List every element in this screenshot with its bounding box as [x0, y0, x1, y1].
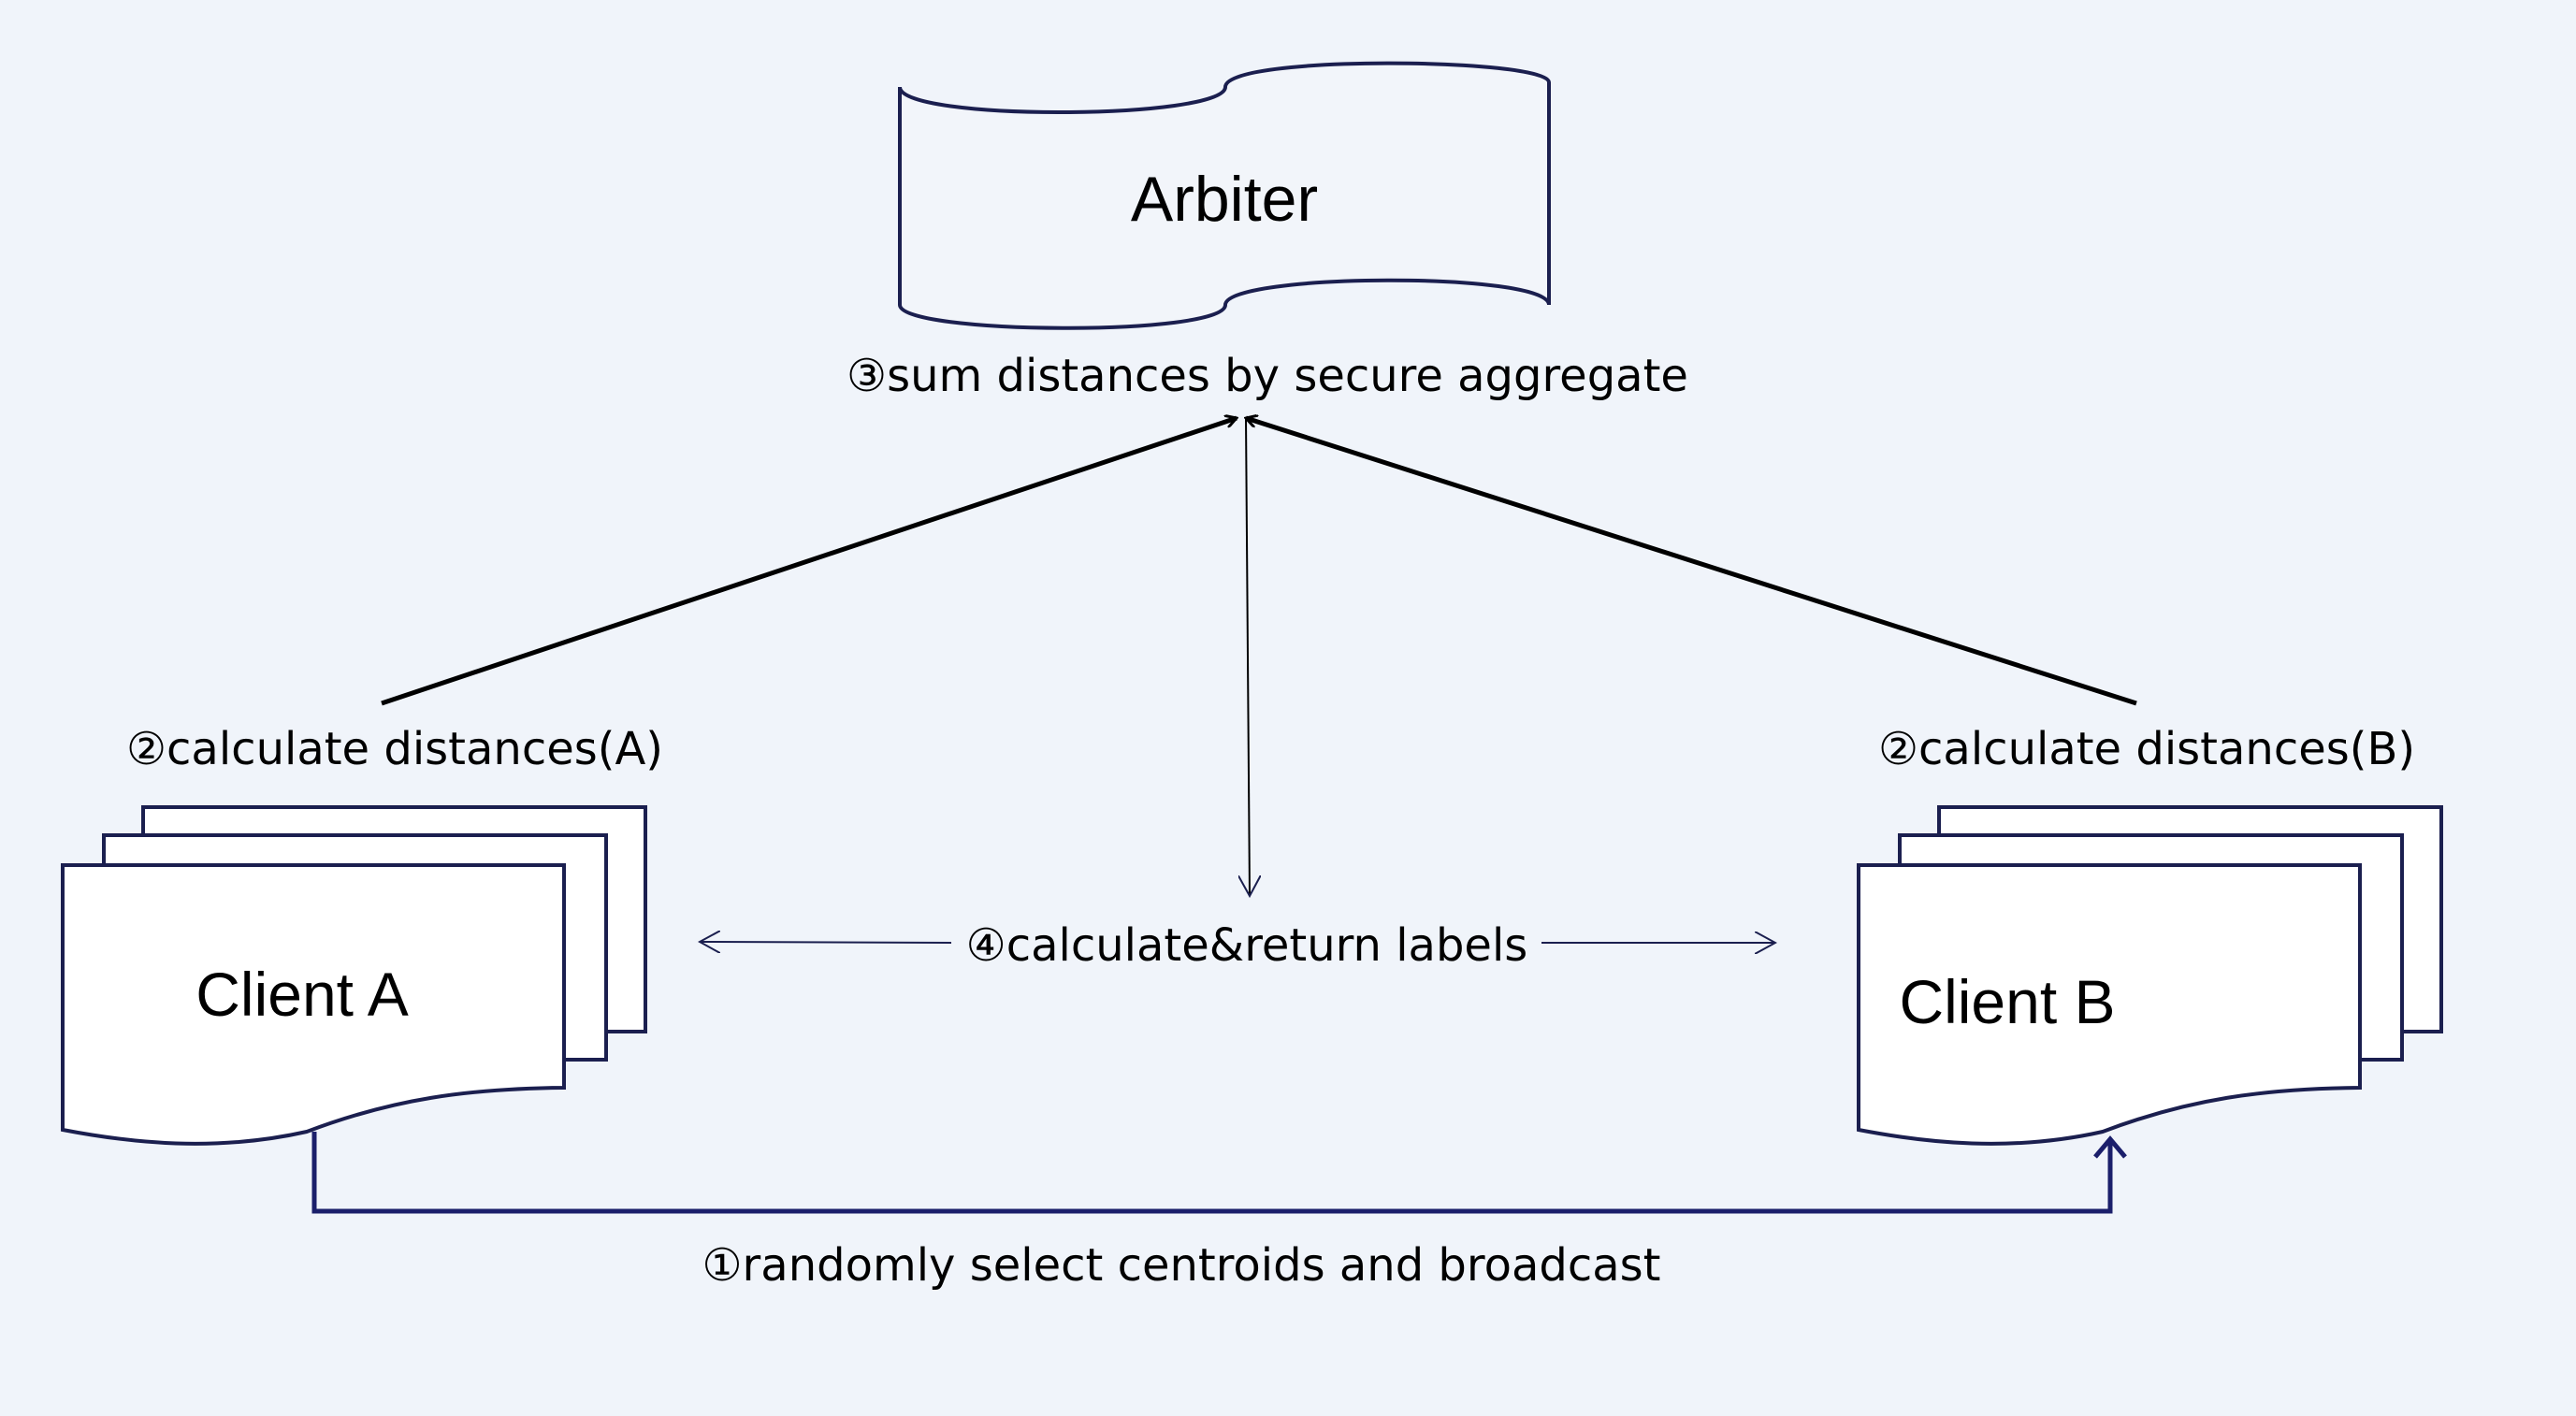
- client-a-node: Client A: [61, 805, 647, 1146]
- step2-b-label: ②calculate distances(B): [1878, 723, 2415, 775]
- step2-a-label: ②calculate distances(A): [126, 723, 663, 775]
- arrow-labels-to-client-a: [700, 942, 952, 943]
- client-a-label: Client A: [195, 960, 408, 1029]
- step4-label: ④calculate&return labels: [966, 919, 1528, 972]
- step3-label: ③sum distances by secure aggregate: [847, 350, 1688, 402]
- arrow-client-a-to-arbiter: [381, 418, 1237, 706]
- arbiter-node: Arbiter: [898, 61, 1551, 330]
- arrow-client-b-arrowhead: [2093, 1135, 2127, 1159]
- arbiter-label: Arbiter: [1131, 164, 1318, 235]
- step1-label: ①randomly select centroids and broadcast: [702, 1239, 1661, 1292]
- arrow-client-a-to-client-b: [311, 1132, 2113, 1214]
- arrow-client-b-to-arbiter: [1246, 418, 2137, 706]
- arrow-arbiter-down: [1246, 417, 1250, 896]
- client-b-label: Client B: [1899, 967, 2115, 1036]
- client-b-node: Client B: [1857, 805, 2443, 1146]
- client-a-doc-front: [61, 863, 566, 1146]
- arbiter-shape: [898, 61, 1551, 330]
- client-b-doc-front: [1857, 863, 2362, 1146]
